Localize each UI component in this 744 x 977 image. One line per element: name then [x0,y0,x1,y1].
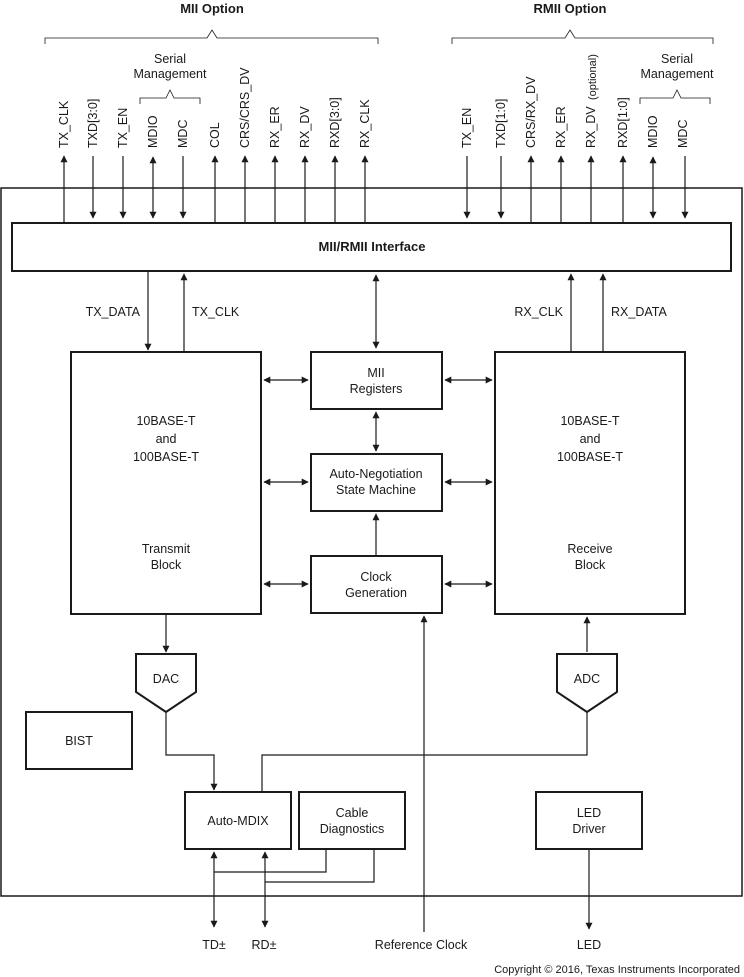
transmit-block [70,351,262,615]
adc-label: ADC [574,672,600,686]
mii-sig-rx-er: RX_ER [268,106,282,148]
clock-generation-block [310,555,443,614]
mii-registers-line-1: MII [367,366,384,380]
rmii-sig-rx-dv: RX_DV [584,106,598,148]
led-driver-line-2: Driver [572,822,605,836]
rmii-sig-optional: (optional) [587,54,599,100]
auto-negotiation-line-1: Auto-Negotiation [329,467,422,481]
label-tx-data: TX_DATA [86,305,141,319]
interface-label: MII/RMII Interface [319,239,426,254]
dac-block [135,653,197,714]
auto-negotiation-line-2: State Machine [336,483,416,497]
mii-option-title: MII Option [180,1,244,16]
rmii-sig-txd: TXD[1:0] [494,99,508,148]
rmii-management-label: Management [641,67,714,81]
transmit-line-2: and [156,432,177,446]
mii-sig-tx-clk: TX_CLK [57,100,71,148]
auto-mdix-block [184,791,292,850]
mii-sig-crs: CRS/CRS_DV [238,67,252,148]
cable-diagnostics-line-1: Cable [336,806,369,820]
label-tx-clk: TX_CLK [192,305,240,319]
arrow-dac-mdix [165,713,218,791]
mii-management-label: Management [134,67,207,81]
mii-sig-mdio: MDIO [146,115,160,148]
adc-block [556,653,618,714]
receive-line-1: 10BASE-T [560,414,619,428]
transmit-line-4: Transmit [142,542,191,556]
rmii-sig-crs-rx-dv: CRS/RX_DV [524,76,538,148]
mii-sig-rx-clk: RX_CLK [358,99,372,148]
mii-sig-rxd: RXD[3:0] [328,97,342,148]
rmii-option-brace [451,29,714,44]
mii-rmii-interface [11,222,732,272]
rmii-signal-arrows [463,155,689,222]
transmit-line-3: 100BASE-T [133,450,199,464]
transmit-line-1: 10BASE-T [136,414,195,428]
transmit-line-5: Block [151,558,182,572]
rmii-sig-mdc: MDC [676,120,690,148]
rmii-sig-rx-er: RX_ER [554,106,568,148]
rmii-option-title: RMII Option [534,1,607,16]
label-rx-clk: RX_CLK [514,305,563,319]
receive-line-5: Block [575,558,606,572]
label-rx-data: RX_DATA [611,305,667,319]
rmii-serial-label: Serial [661,52,693,66]
rmii-serial-brace [639,89,711,104]
receive-block [494,351,686,615]
mii-serial-label: Serial [154,52,186,66]
pin-led-label: LED [577,938,601,952]
rmii-sig-rxd: RXD[1:0] [616,97,630,148]
pin-reference-clock-label: Reference Clock [375,938,468,952]
copyright-notice: Copyright © 2016, Texas Instruments Inco… [494,964,740,976]
chip-outline [0,187,743,897]
rmii-sig-mdio: MDIO [646,115,660,148]
led-driver-line-1: LED [577,806,601,820]
led-driver-block [535,791,643,850]
mii-signal-arrows [60,155,369,222]
bist-block [25,711,133,770]
dac-label: DAC [153,672,179,686]
rmii-sig-tx-en: TX_EN [460,108,474,148]
mii-sig-txd: TXD[3:0] [86,99,100,148]
bist-label: BIST [65,734,93,748]
mii-sig-tx-en: TX_EN [116,108,130,148]
receive-line-2: and [580,432,601,446]
line-td-cable [214,849,327,873]
cable-diagnostics-line-2: Diagnostics [320,822,385,836]
mii-sig-col: COL [208,122,222,148]
clock-generation-line-2: Generation [345,586,407,600]
cable-diagnostics-block [298,791,406,850]
auto-mdix-label: Auto-MDIX [207,814,269,828]
receive-line-4: Receive [567,542,612,556]
mii-registers-line-2: Registers [350,382,403,396]
mii-sig-rx-dv: RX_DV [298,106,312,148]
clock-generation-line-1: Clock [360,570,392,584]
mii-serial-brace [139,89,201,104]
receive-line-3: 100BASE-T [557,450,623,464]
mii-sig-mdc: MDC [176,120,190,148]
pin-td-label: TD± [202,938,226,952]
mii-signal-labels: TX_CLK TXD[3:0] TX_EN MDIO MDC COL CRS/C… [57,67,372,148]
rmii-signal-labels: TX_EN TXD[1:0] CRS/RX_DV RX_ER RX_DV (op… [460,54,690,148]
mii-registers-block [310,351,443,410]
mii-option-brace [44,29,379,44]
auto-negotiation-block [310,453,443,512]
pin-rd-label: RD± [252,938,277,952]
line-rd-cable [265,849,375,883]
